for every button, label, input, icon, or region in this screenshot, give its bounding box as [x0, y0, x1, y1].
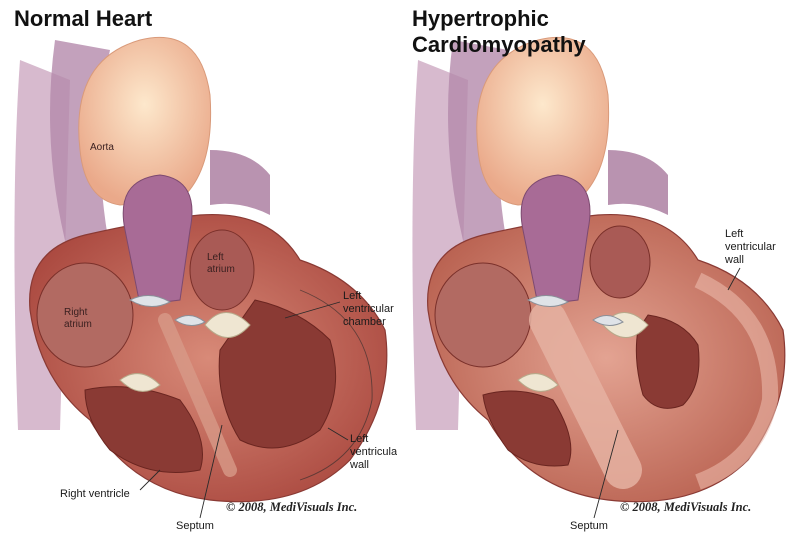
pulmonary-artery [608, 150, 668, 215]
hypertrophic-heart-panel: Left ventricular wall Septum © 2008, Med… [398, 0, 795, 536]
aorta-label: Aorta [90, 142, 114, 153]
septum-label: Septum [176, 520, 214, 532]
right-atrium [435, 263, 531, 367]
left-atrium [590, 226, 650, 298]
lv-wall-label-line3: wall [724, 254, 744, 266]
hypertrophic-heart-illustration: Left ventricular wall Septum © 2008, Med… [398, 0, 795, 536]
panel-title: Normal Heart [14, 6, 152, 32]
normal-heart-panel: Aorta Right atrium Left atrium Left vent… [0, 0, 397, 536]
septum-label: Septum [570, 520, 608, 532]
lv-wall-label-line3: wall [349, 459, 369, 471]
lv-chamber-label-line3: chamber [343, 316, 386, 328]
left-atrium-label-line2: atrium [207, 264, 235, 275]
lv-wall-label-line1: Left [725, 228, 743, 240]
right-atrium-label-line1: Right [64, 307, 88, 318]
lv-chamber-label-line1: Left [343, 290, 361, 302]
pulmonary-artery [210, 150, 270, 215]
right-ventricle-label: Right ventricle [60, 488, 130, 500]
left-atrium-label-line1: Left [207, 252, 224, 263]
lv-wall-label-line1: Left [350, 433, 368, 445]
title-line-1: Hypertrophic [412, 6, 586, 32]
lv-chamber-label-line2: ventricular [343, 303, 394, 315]
panel-title: Hypertrophic Cardiomyopathy [412, 6, 586, 58]
title-line-2: Cardiomyopathy [412, 32, 586, 58]
title-line: Normal Heart [14, 6, 152, 32]
right-atrium-label-line2: atrium [64, 319, 92, 330]
lv-wall-label-line2: ventricular [350, 446, 397, 458]
normal-heart-illustration: Aorta Right atrium Left atrium Left vent… [0, 0, 397, 536]
lv-wall-label-line2: ventricular [725, 241, 776, 253]
copyright-text: © 2008, MediVisuals Inc. [226, 500, 357, 514]
copyright-text: © 2008, MediVisuals Inc. [620, 500, 751, 514]
